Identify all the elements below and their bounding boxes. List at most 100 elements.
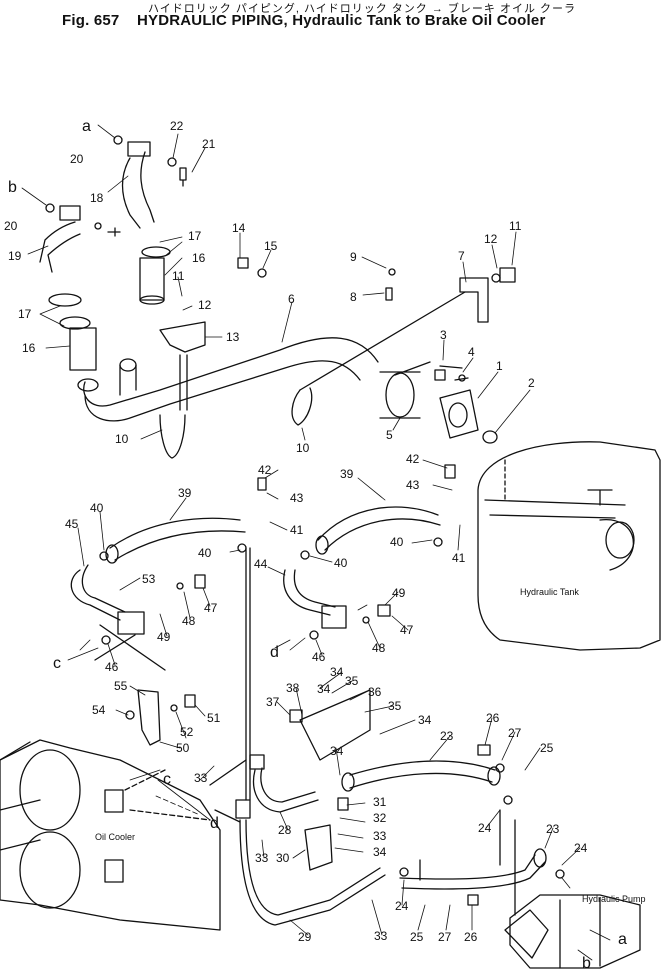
hose-16-left (69, 327, 97, 371)
callout: 43 (290, 491, 304, 505)
pipe-6 (83, 337, 379, 422)
callout: 26 (486, 711, 500, 725)
callout: 23 (546, 822, 560, 836)
ref-letter: a (618, 931, 627, 948)
clamp-upper (127, 141, 151, 157)
clamp-left (59, 205, 81, 221)
callout: 4 (468, 345, 475, 359)
callout: 9 (350, 250, 357, 264)
label-oil-cooler: Oil Cooler (95, 832, 135, 842)
callout: 8 (350, 290, 357, 304)
callout: 52 (180, 725, 194, 739)
callout: 27 (438, 930, 452, 944)
callout: 39 (178, 486, 192, 500)
bracket-13 (159, 321, 206, 353)
callout: 31 (373, 795, 387, 809)
callout: 43 (406, 478, 420, 492)
callout: 12 (198, 298, 212, 312)
callout: 5 (386, 428, 393, 442)
callout: 23 (440, 729, 454, 743)
callout: 21 (202, 137, 216, 151)
callout: 15 (264, 239, 278, 253)
flange-block-right (321, 605, 347, 629)
pipe-28 (252, 767, 319, 813)
ref-letter: d (270, 644, 279, 661)
callout: 16 (192, 251, 206, 265)
callout: 11 (172, 269, 185, 283)
figure-number: Fig. 657 (62, 12, 120, 29)
label-hydraulic-tank: Hydraulic Tank (520, 587, 579, 597)
callout: 55 (114, 679, 128, 693)
callout: 34 (418, 713, 432, 727)
callout: 48 (182, 614, 196, 628)
label-hydraulic-pump: Hydraulic Pump (582, 894, 646, 904)
callout: 34 (330, 665, 344, 679)
callout: 33 (194, 771, 208, 785)
callout: 19 (8, 249, 22, 263)
callout: 44 (254, 557, 268, 571)
figure-header: Fig. 657 HYDRAULIC PIPING, Hydraulic Tan… (62, 12, 545, 29)
flange-1 (439, 389, 479, 439)
callout: 29 (298, 930, 312, 944)
callout: 40 (390, 535, 404, 549)
callout: 42 (258, 463, 272, 477)
clamp-28 (249, 754, 265, 770)
callout: 28 (278, 823, 292, 837)
hose-23-upper (349, 760, 496, 789)
callout: 51 (207, 711, 221, 725)
bracket-30 (304, 824, 333, 871)
callout: 16 (22, 341, 36, 355)
pipe-29 (239, 819, 386, 926)
callout: 33 (374, 929, 388, 943)
u-bolt-10-right (291, 387, 313, 426)
callout: 34 (373, 845, 387, 859)
callout: 33 (255, 851, 269, 865)
callout: 14 (232, 221, 246, 235)
hose-16-upper (139, 257, 165, 301)
callout: 10 (296, 441, 310, 455)
callout: 35 (345, 674, 359, 688)
callout: 17 (18, 307, 32, 321)
callout: 10 (115, 432, 129, 446)
japanese-title: ハイドロリック パイピング, ハイドロリック タンク → ブレーキ オイル クー… (148, 3, 577, 15)
callout: 12 (484, 232, 498, 246)
bracket-7 (459, 277, 489, 323)
callout: 11 (509, 219, 522, 233)
callout: 1 (496, 359, 503, 373)
pipe-45 (70, 564, 126, 621)
callout: 27 (508, 726, 522, 740)
callout: 50 (176, 741, 190, 755)
callout: 32 (373, 811, 387, 825)
hardware-bolts (107, 167, 516, 906)
ref-letter: c (163, 771, 171, 788)
callout: 24 (395, 899, 409, 913)
pump-flange (504, 909, 549, 959)
callout: 49 (157, 630, 171, 644)
hose-23-lower (399, 854, 546, 890)
callout: 54 (92, 703, 106, 717)
callout: 24 (574, 841, 588, 855)
hydraulic-pump (509, 894, 641, 969)
ref-letter: b (582, 955, 591, 969)
hydraulic-tank (477, 441, 661, 651)
callout: 36 (368, 685, 382, 699)
clamp-29 (235, 799, 251, 819)
hose-18 (121, 151, 155, 229)
callout: 17 (188, 229, 202, 243)
callout: 2 (528, 376, 535, 390)
callout: 40 (90, 501, 104, 515)
callout: 40 (198, 546, 212, 560)
callout: 25 (540, 741, 554, 755)
callout: 25 (410, 930, 424, 944)
callout: 34 (330, 744, 344, 758)
ref-letter: d (210, 815, 219, 832)
figure-title: HYDRAULIC PIPING, Hydraulic Tank to Brak… (136, 12, 546, 29)
callout: 48 (372, 641, 386, 655)
callout: 18 (90, 191, 104, 205)
callout: 20 (70, 152, 84, 166)
callout: 26 (464, 930, 478, 944)
callout: 46 (312, 650, 326, 664)
callout: 34 (317, 682, 331, 696)
ref-letter: b (8, 179, 17, 196)
